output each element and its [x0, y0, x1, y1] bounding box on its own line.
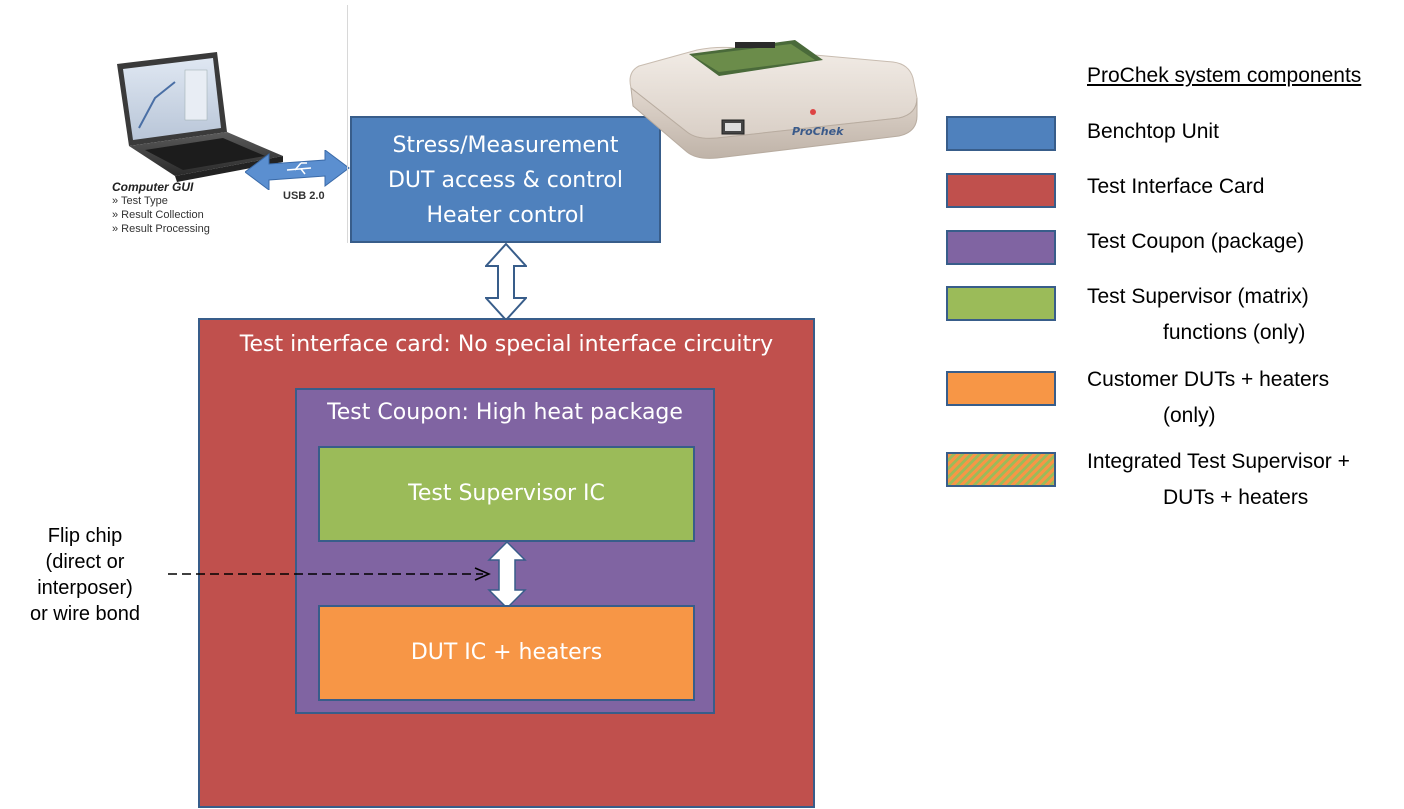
dut-box: DUT IC + heaters — [318, 605, 695, 701]
test-supervisor-box: Test Supervisor IC — [318, 446, 695, 542]
legend-swatch-integrated — [946, 452, 1056, 487]
laptop-caption-item: » Result Collection — [112, 209, 204, 221]
legend-swatch-coupon — [946, 230, 1056, 265]
divider-line — [347, 5, 348, 243]
flip-chip-note: Flip chip (direct or interposer) or wire… — [14, 523, 156, 627]
device-brand-label: ProChek — [792, 125, 844, 138]
note-line: Flip chip — [47, 525, 123, 547]
legend-title: ProChek system components — [1087, 64, 1362, 87]
usb-label: USB 2.0 — [283, 190, 325, 202]
legend-swatch-interface-card — [946, 173, 1056, 208]
legend-swatch-supervisor — [946, 286, 1056, 321]
legend-label-coupon: Test Coupon (package) — [1087, 230, 1305, 253]
legend-swatch-dut — [946, 371, 1056, 406]
note-line: (direct or — [45, 551, 125, 573]
legend-sublabel-dut: (only) — [1163, 404, 1216, 427]
supervisor-label: Test Supervisor IC — [408, 481, 605, 506]
legend-label-supervisor: Test Supervisor (matrix) — [1087, 285, 1309, 308]
laptop-illustration — [105, 48, 335, 248]
legend-label-integrated: Integrated Test Supervisor + — [1087, 450, 1350, 473]
prochek-device-icon: ProChek — [629, 40, 918, 159]
legend-swatch-benchtop — [946, 116, 1056, 151]
benchtop-line: Heater control — [426, 203, 585, 228]
coupon-label: Test Coupon: High heat package — [327, 400, 683, 425]
legend-label-benchtop: Benchtop Unit — [1087, 120, 1219, 143]
benchtop-line: DUT access & control — [387, 168, 623, 193]
laptop-caption-item: » Test Type — [112, 195, 168, 207]
note-line: interposer) — [37, 577, 133, 599]
legend-label-dut: Customer DUTs + heaters — [1087, 368, 1330, 391]
legend-sublabel-integrated: DUTs + heaters — [1163, 486, 1309, 509]
interface-card-label: Test interface card: No special interfac… — [239, 332, 774, 357]
laptop-icon — [117, 52, 283, 182]
laptop-caption-title: Computer GUI — [112, 180, 194, 194]
usb-arrow-icon — [245, 150, 350, 190]
laptop-caption-item: » Result Processing — [112, 223, 210, 235]
note-line: or wire bond — [29, 603, 141, 625]
benchtop-unit-box: Stress/Measurement DUT access & control … — [350, 116, 661, 243]
legend-label-interface-card: Test Interface Card — [1087, 175, 1265, 198]
benchtop-line: Stress/Measurement — [392, 133, 619, 158]
dut-label: DUT IC + heaters — [410, 640, 603, 665]
double-arrow-icon — [485, 243, 527, 321]
laptop-caption: Computer GUI » Test Type » Result Collec… — [112, 180, 210, 236]
dashed-arrow-icon — [168, 567, 491, 581]
legend-sublabel-supervisor: functions (only) — [1163, 321, 1306, 344]
